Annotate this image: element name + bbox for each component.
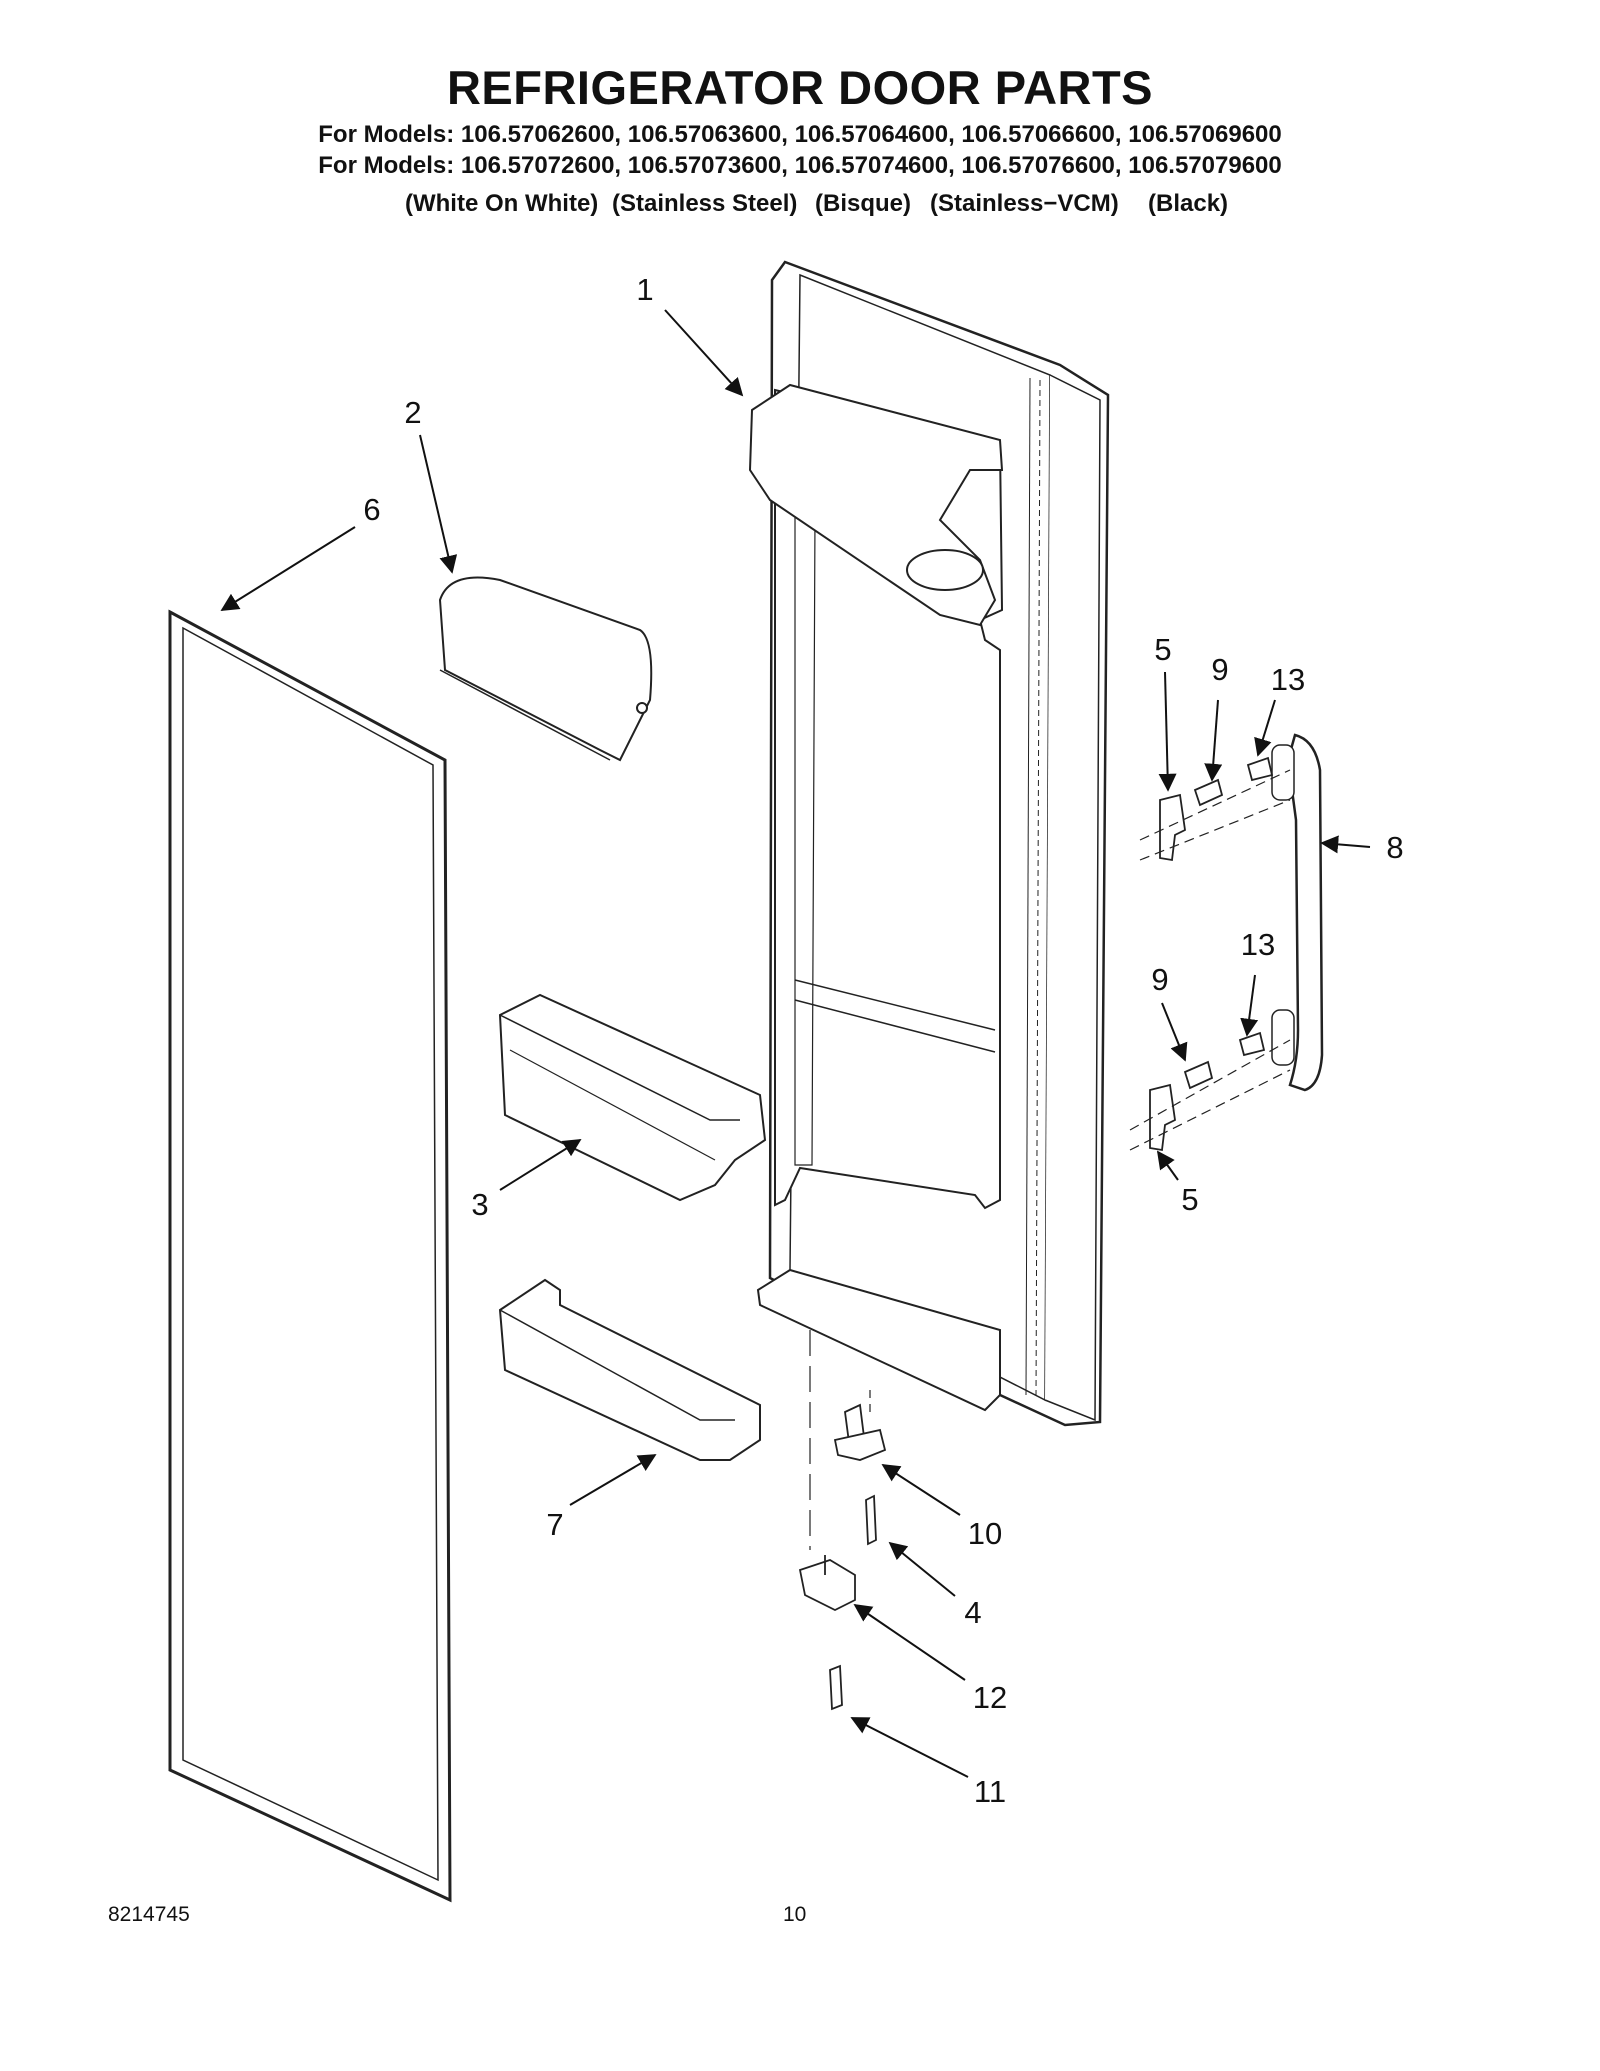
callout-8: 8 — [1386, 830, 1403, 865]
callout-9-top: 9 — [1211, 652, 1228, 687]
callout-5-top: 5 — [1154, 632, 1171, 667]
color-label-stainless-vcm: (Stainless−VCM) — [930, 190, 1119, 217]
model-line-2: For Models: 106.57072600, 106.57073600, … — [318, 152, 1282, 179]
callout-2: 2 — [404, 395, 421, 430]
color-label-white: (White On White) — [405, 190, 599, 217]
handle-hardware-bottom — [1129, 1031, 1291, 1152]
color-labels: (White On White) (Stainless Steel) (Bisq… — [0, 190, 1600, 222]
callout-3: 3 — [471, 1187, 488, 1222]
callout-5-bottom: 5 — [1181, 1182, 1198, 1217]
hinge-hardware — [798, 1330, 887, 1711]
dairy-cover — [438, 576, 653, 762]
page-number: 10 — [783, 1903, 807, 1926]
callout-9-bottom: 9 — [1151, 962, 1168, 997]
callout-10: 10 — [968, 1516, 1002, 1551]
handle — [1271, 733, 1324, 1092]
page-title: REFRIGERATOR DOOR PARTS — [446, 61, 1154, 114]
gasket — [168, 609, 452, 1903]
color-label-bisque: (Bisque) — [815, 190, 911, 217]
color-label-stainless: (Stainless Steel) — [612, 190, 798, 217]
color-label-black: (Black) — [1148, 190, 1229, 217]
upper-bin — [498, 993, 767, 1202]
header: REFRIGERATOR DOOR PARTS For Models: 106.… — [0, 60, 1600, 181]
callout-13-bottom: 13 — [1241, 927, 1275, 962]
callout-6: 6 — [363, 492, 380, 527]
door-liner — [748, 383, 1004, 1412]
model-line-1: For Models: 106.57062600, 106.57063600, … — [318, 121, 1282, 148]
callout-13-top: 13 — [1271, 662, 1305, 697]
lower-bin — [498, 1278, 761, 1461]
handle-hardware-top — [1139, 756, 1291, 862]
callout-12: 12 — [973, 1680, 1007, 1715]
document-number: 8214745 — [108, 1903, 190, 1926]
callout-4: 4 — [964, 1595, 981, 1630]
leader-arrows — [220, 309, 1371, 1778]
callout-numbers: 1 2 6 3 7 5 9 13 8 13 9 5 10 4 12 11 — [363, 272, 1403, 1809]
callout-11: 11 — [974, 1774, 1006, 1809]
callout-7: 7 — [546, 1507, 563, 1542]
callout-1: 1 — [636, 272, 653, 307]
